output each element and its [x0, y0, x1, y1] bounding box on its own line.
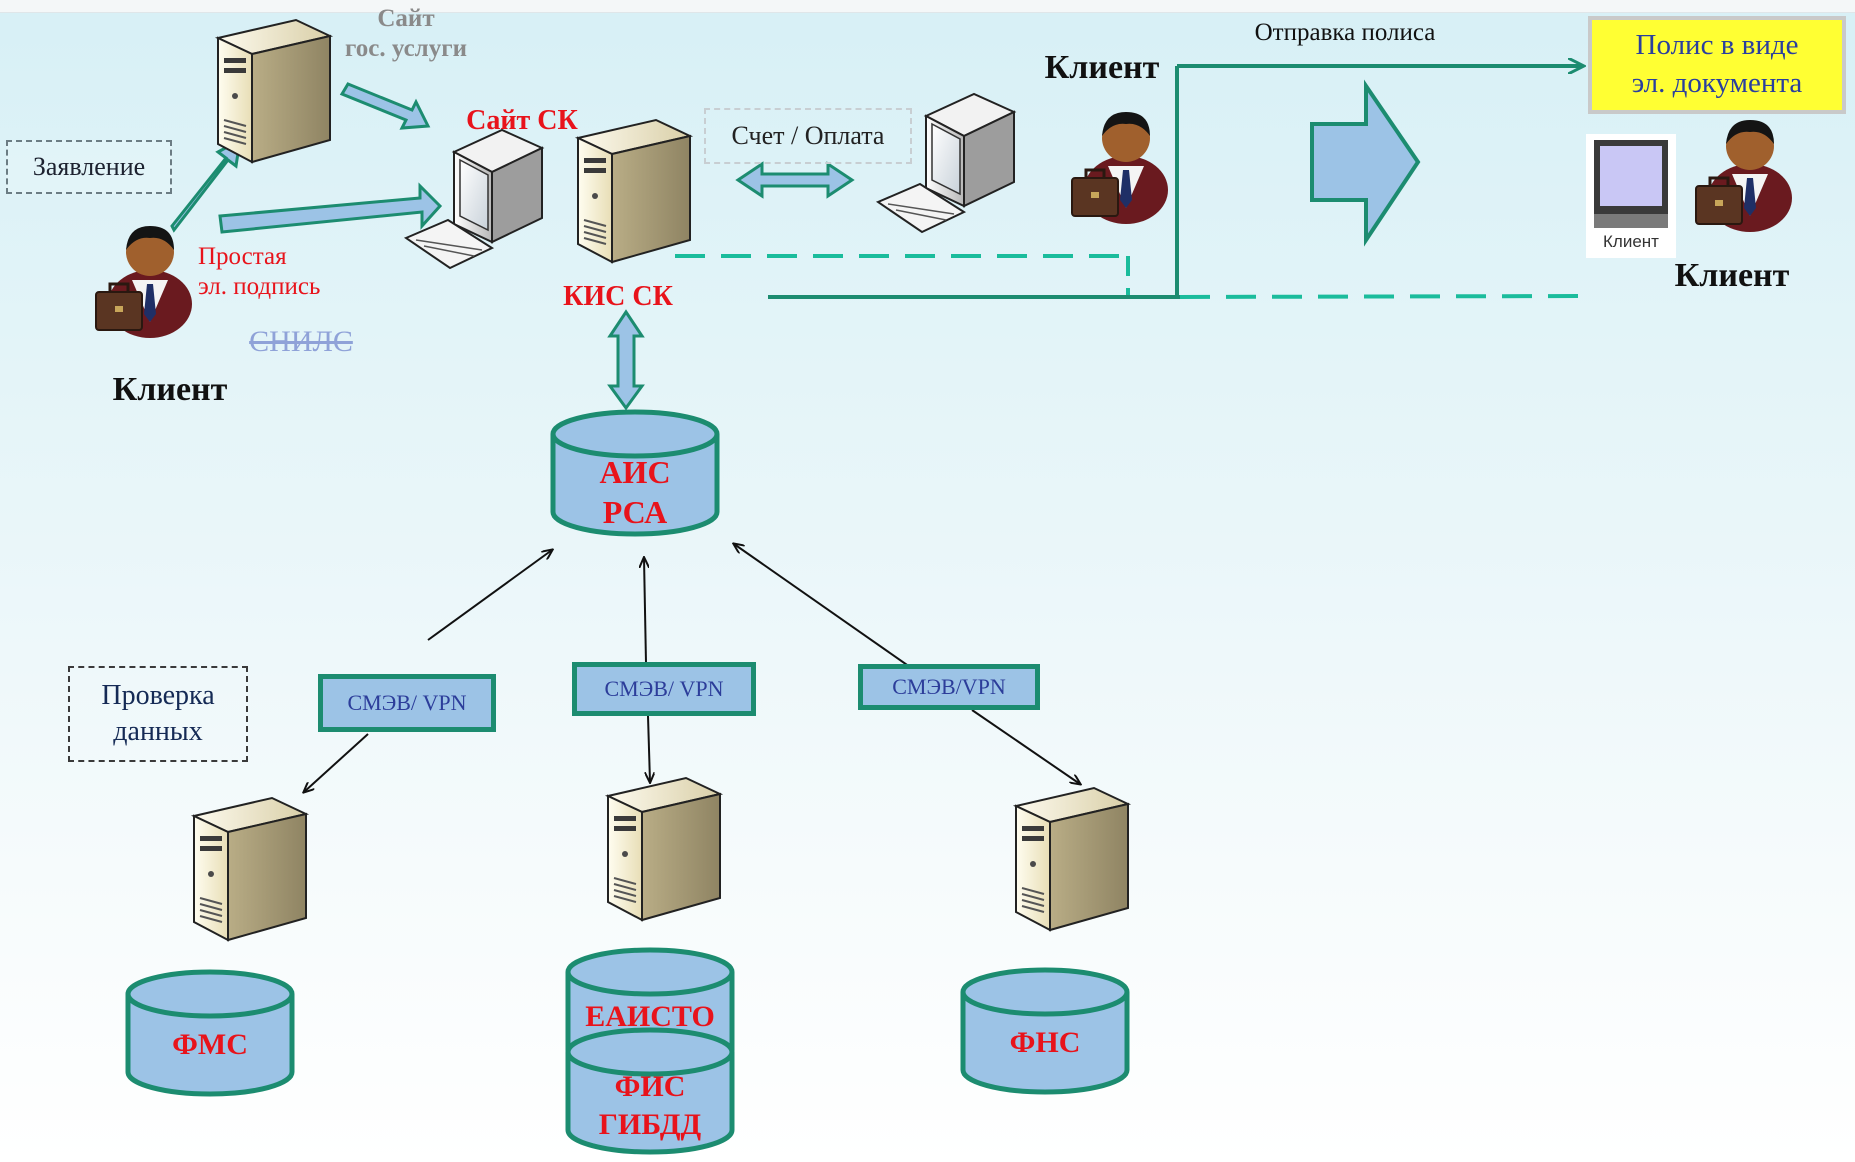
- arrow-invoice-payment: [735, 161, 855, 199]
- line-ais-fms-down: [304, 733, 369, 792]
- smev-vpn-right: СМЭВ/VPN: [858, 664, 1040, 710]
- smev-vpn-left: СМЭВ/ VPN: [318, 674, 496, 732]
- send-policy-label: Отправка полиса: [1254, 19, 1436, 46]
- big-flow-arrow: [1310, 79, 1421, 247]
- client-right-label: Клиент: [1674, 257, 1790, 294]
- slide-top-bar: [0, 0, 1855, 13]
- client-left-label: Клиент: [112, 371, 228, 408]
- simple-signature-label: Простая эл. подпись: [198, 243, 321, 300]
- ais-rsa-label: АИС РСА: [599, 454, 671, 530]
- line-ais-eaisto-up: [644, 558, 646, 664]
- eaisto-label: ЕАИСТО: [585, 1000, 715, 1033]
- arrow-client-to-sk-site: [218, 182, 443, 234]
- client-computer-icon: [1586, 134, 1676, 258]
- fis-gibdd-label: ФИС ГИБДД: [598, 1070, 702, 1141]
- client-left-icon: [94, 224, 194, 340]
- line-ais-fms-up: [427, 550, 552, 641]
- policy-document-box: Полис в виде эл. документа: [1588, 16, 1846, 114]
- server-eaisto-icon: [607, 777, 721, 921]
- application-box: Заявление: [6, 140, 172, 194]
- gos-site-label: Сайт гос. услуги: [345, 5, 467, 62]
- server-kis-sk-icon: [577, 119, 691, 263]
- sk-site-label: Сайт СК: [466, 105, 578, 136]
- server-fns-icon: [1015, 787, 1129, 931]
- arrow-gos-to-sk-site: [339, 82, 431, 130]
- fns-label: ФНС: [1009, 1026, 1081, 1059]
- arrow-kis-ais: [607, 309, 645, 411]
- line-ais-eaisto-down: [648, 715, 650, 782]
- computer-caption: Клиент: [1603, 232, 1659, 251]
- invoice-payment-box: Счет / Оплата: [704, 108, 912, 164]
- line-ais-fns-up: [734, 544, 911, 668]
- data-check-box: Проверка данных: [68, 666, 248, 762]
- server-gos-site-icon: [217, 19, 331, 163]
- smev-vpn-mid: СМЭВ/ VPN: [572, 662, 756, 716]
- client-mid-icon: [1070, 110, 1170, 226]
- client-mid-label: Клиент: [1044, 49, 1160, 86]
- fms-label: ФМС: [172, 1028, 248, 1061]
- kis-sk-label: КИС СК: [563, 281, 673, 312]
- line-ais-fns-down: [971, 709, 1080, 784]
- server-fms-icon: [193, 797, 307, 941]
- client-right-icon: [1694, 118, 1794, 234]
- snils-label: СНИЛС: [249, 325, 353, 358]
